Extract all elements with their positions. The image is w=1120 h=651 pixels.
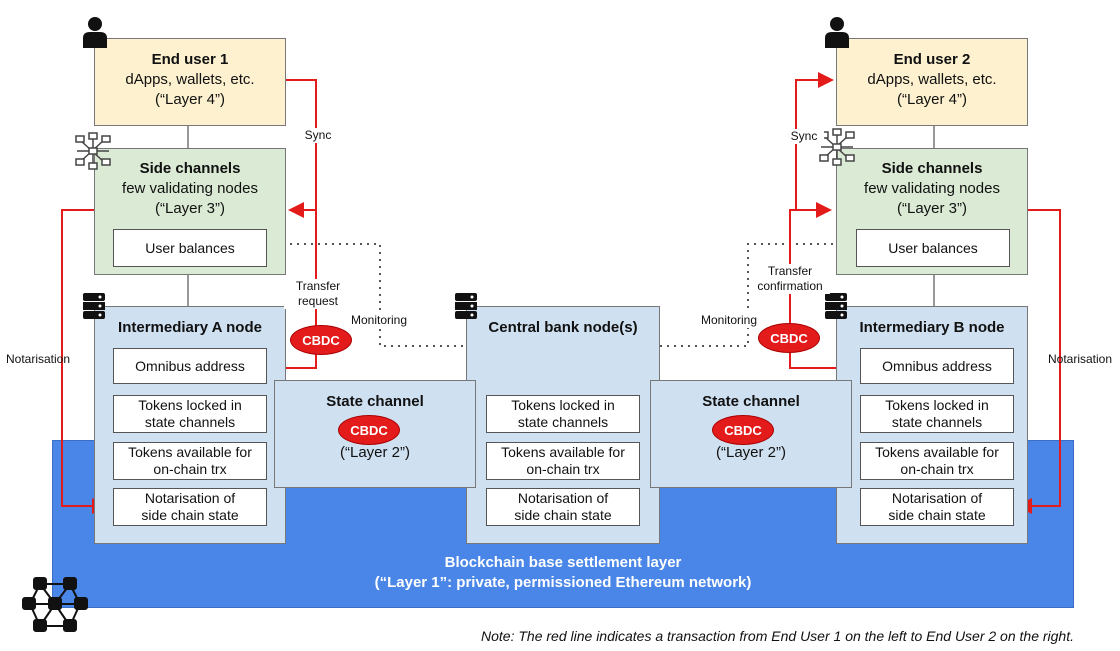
- notarisation-label-right: Notarisation: [1047, 352, 1113, 366]
- base-layer-title-block: Blockchain base settlement layer (“Layer…: [52, 553, 1074, 593]
- network-icon: [818, 128, 856, 166]
- notarisation-a-line2: side chain state: [141, 507, 239, 523]
- transfer-confirmation-line2: confirmation: [757, 279, 823, 293]
- user-balances-left: User balances: [113, 229, 267, 267]
- end-user-1-layer: (“Layer 4”): [154, 91, 225, 108]
- transfer-confirmation-line1: Transfer: [767, 264, 813, 278]
- tokens-locked-central-line2: state channels: [517, 414, 609, 430]
- tokens-available-a: Tokens available for on-chain trx: [113, 442, 267, 480]
- tokens-available-a-line2: on-chain trx: [153, 461, 227, 477]
- cbdc-token-request: CBDC: [290, 325, 352, 355]
- server-icon: [824, 292, 848, 320]
- omnibus-address-a: Omnibus address: [113, 348, 267, 384]
- side-channels-left-title: Side channels: [139, 160, 241, 177]
- sync-label-left: Sync: [298, 128, 338, 143]
- state-channel-left-title: State channel: [326, 393, 424, 410]
- end-user-2-subtitle: dApps, wallets, etc.: [867, 71, 997, 88]
- tokens-locked-b-line2: state channels: [891, 414, 983, 430]
- base-layer-subtitle: (“Layer 1”: private, permissioned Ethere…: [374, 574, 752, 591]
- state-channel-right-title: State channel: [702, 393, 800, 410]
- notarisation-line-right: [1016, 209, 1061, 514]
- state-channel-right-layer: (“Layer 2”): [715, 444, 786, 461]
- tokens-available-central-line1: Tokens available for: [501, 444, 625, 460]
- cbdc-token-confirmation: CBDC: [758, 323, 820, 353]
- notarisation-label-left: Notarisation: [5, 352, 71, 366]
- notarisation-central-line2: side chain state: [514, 507, 612, 523]
- tokens-available-central-line2: on-chain trx: [526, 461, 600, 477]
- intermediary-b-title: Intermediary B node: [859, 319, 1005, 336]
- tokens-available-b-line2: on-chain trx: [900, 461, 974, 477]
- side-channels-left-layer: (“Layer 3”): [154, 200, 225, 217]
- blockchain-network-icon: [20, 574, 90, 640]
- tokens-locked-b-line1: Tokens locked in: [885, 397, 989, 413]
- transfer-request-label: Transfer request: [284, 279, 352, 309]
- side-channels-left-subtitle: few validating nodes: [122, 180, 258, 197]
- end-user-1-subtitle: dApps, wallets, etc.: [125, 71, 255, 88]
- server-icon: [82, 292, 106, 320]
- side-channels-right-subtitle: few validating nodes: [864, 180, 1000, 197]
- base-layer-title: Blockchain base settlement layer: [444, 554, 682, 571]
- transfer-confirmation-label: Transfer confirmation: [750, 264, 830, 294]
- state-channel-left-layer: (“Layer 2”): [339, 444, 410, 461]
- end-user-2-title: End user 2: [893, 51, 971, 68]
- tokens-locked-central: Tokens locked in state channels: [486, 395, 640, 433]
- user-icon: [82, 16, 108, 48]
- sync-line-right: [795, 72, 834, 211]
- tokens-available-b: Tokens available for on-chain trx: [860, 442, 1014, 480]
- server-icon: [454, 292, 478, 320]
- end-user-1-title: End user 1: [151, 51, 229, 68]
- monitoring-label-right: Monitoring: [694, 313, 764, 328]
- tokens-locked-a-line1: Tokens locked in: [138, 397, 242, 413]
- tokens-available-central: Tokens available for on-chain trx: [486, 442, 640, 480]
- tokens-available-a-line1: Tokens available for: [128, 444, 252, 460]
- monitoring-line-left: [290, 243, 466, 347]
- footnote: Note: The red line indicates a transacti…: [481, 628, 1074, 644]
- notarisation-central: Notarisation of side chain state: [486, 488, 640, 526]
- tokens-available-b-line1: Tokens available for: [875, 444, 999, 460]
- user-icon: [824, 16, 850, 48]
- notarisation-b-line2: side chain state: [888, 507, 986, 523]
- user-balances-right: User balances: [856, 229, 1010, 267]
- side-channels-right-title: Side channels: [881, 160, 983, 177]
- notarisation-b-line1: Notarisation of: [891, 490, 983, 506]
- cbdc-token-state-channel-right: CBDC: [712, 415, 774, 445]
- tokens-locked-a: Tokens locked in state channels: [113, 395, 267, 433]
- omnibus-address-b: Omnibus address: [860, 348, 1014, 384]
- tokens-locked-b: Tokens locked in state channels: [860, 395, 1014, 433]
- notarisation-b: Notarisation of side chain state: [860, 488, 1014, 526]
- end-user-2-box: End user 2 dApps, wallets, etc. (“Layer …: [836, 38, 1028, 126]
- tokens-locked-a-line2: state channels: [144, 414, 236, 430]
- notarisation-central-line1: Notarisation of: [517, 490, 609, 506]
- end-user-2-layer: (“Layer 4”): [896, 91, 967, 108]
- transfer-request-line1: Transfer: [295, 279, 341, 293]
- monitoring-label-left: Monitoring: [344, 313, 414, 328]
- cbdc-token-state-channel-left: CBDC: [338, 415, 400, 445]
- end-user-1-box: End user 1 dApps, wallets, etc. (“Layer …: [94, 38, 286, 126]
- tokens-locked-central-line1: Tokens locked in: [511, 397, 615, 413]
- sync-label-right: Sync: [784, 129, 824, 144]
- transfer-request-line2: request: [297, 294, 339, 308]
- side-channels-right-layer: (“Layer 3”): [896, 200, 967, 217]
- intermediary-a-title: Intermediary A node: [118, 319, 262, 336]
- central-bank-title: Central bank node(s): [488, 319, 638, 336]
- notarisation-a: Notarisation of side chain state: [113, 488, 267, 526]
- notarisation-line-left: [61, 209, 108, 514]
- notarisation-a-line1: Notarisation of: [144, 490, 236, 506]
- network-icon: [74, 132, 112, 170]
